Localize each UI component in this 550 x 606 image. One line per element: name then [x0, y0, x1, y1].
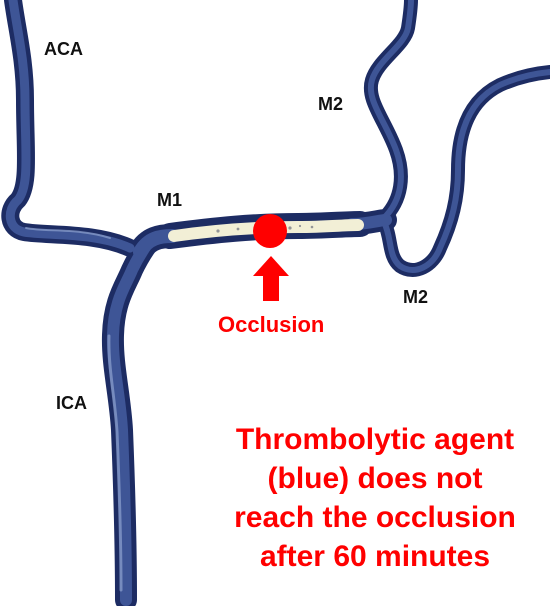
ica-label: ICA — [56, 393, 87, 413]
m2-lower-vessel — [377, 65, 550, 277]
m1-label: M1 — [157, 190, 182, 210]
vessel-highlights — [25, 227, 123, 592]
aca-label: ACA — [44, 39, 83, 59]
occlusion-label: Occlusion — [218, 312, 324, 337]
m2-lower-label: M2 — [403, 287, 428, 307]
m1-lumen-specks — [216, 224, 314, 233]
caption-line: (blue) does not — [267, 462, 483, 495]
caption-line: after 60 minutes — [259, 540, 491, 573]
m1-lumen — [168, 219, 364, 242]
caption-line: Thrombolytic agent — [235, 423, 515, 456]
occlusion-marker — [253, 214, 287, 248]
m2-upper-label: M2 — [318, 94, 343, 114]
caption: Thrombolytic agent (blue) does not reach… — [200, 420, 550, 576]
caption-line: reach the occlusion — [234, 501, 516, 534]
occlusion-arrow-icon — [253, 256, 289, 301]
